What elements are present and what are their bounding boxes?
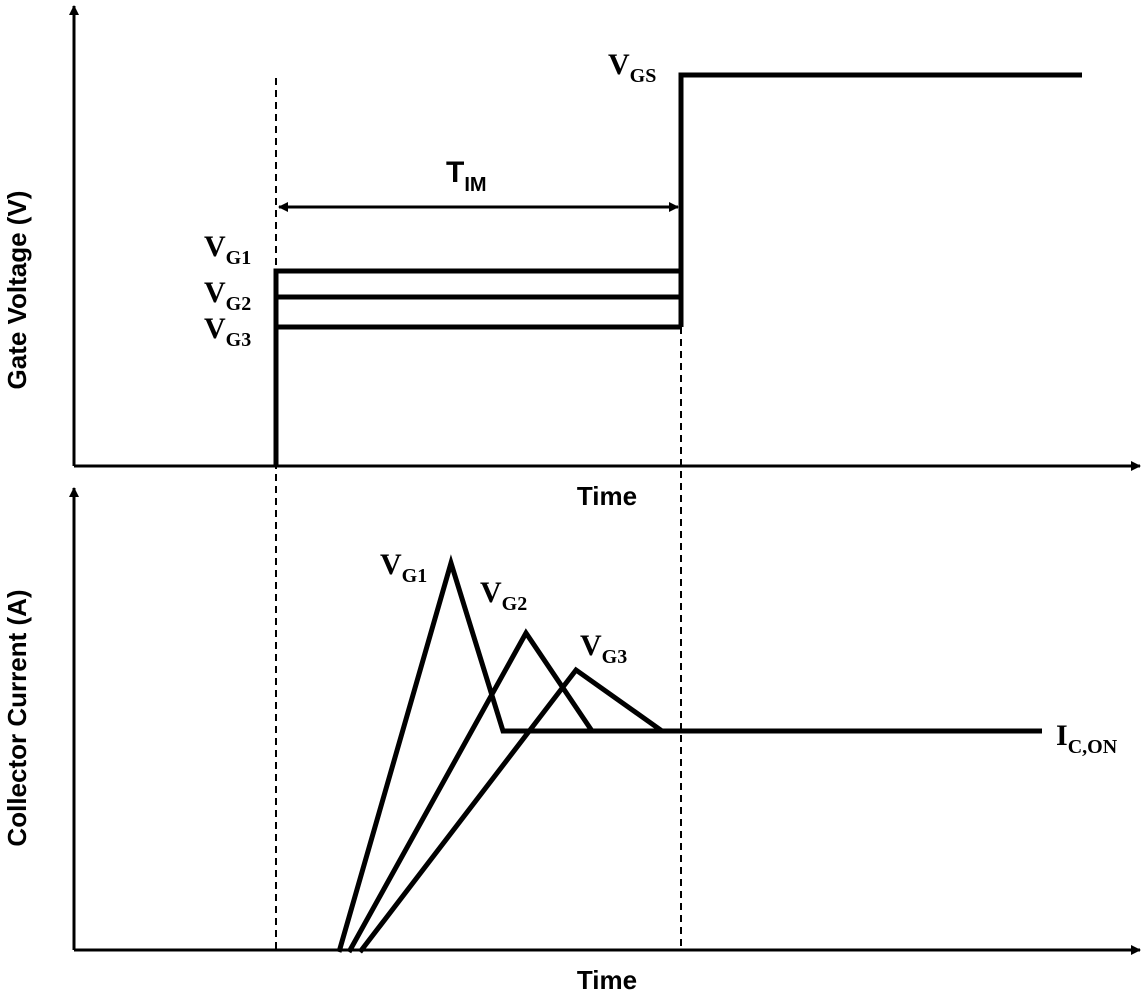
vg2-label-bottom: VG2 (480, 576, 527, 615)
vg1-current-waveform (336, 554, 1042, 953)
vg1-label-bottom: VG1 (380, 548, 427, 587)
interval-label: TIM (446, 156, 487, 196)
top-panel: Gate Voltage (V) Time TIM VG1 VG2 VG3 VG… (2, 5, 1141, 511)
vg3-label-bottom: VG3 (580, 629, 627, 668)
bottom-y-axis-label: Collector Current (A) (2, 589, 32, 846)
vg3-label-top: VG3 (204, 312, 251, 351)
vgs-label: VGS (608, 48, 656, 87)
vgs-gate-waveform (678, 72, 1082, 327)
vg2-label-top: VG2 (204, 276, 251, 315)
steady-current-label: IC,ON (1056, 719, 1118, 758)
vg1-gate-waveform (273, 268, 681, 466)
vg2-current-waveform (346, 628, 595, 954)
vg1-label-top: VG1 (204, 230, 251, 269)
top-x-axis-label: Time (577, 481, 637, 511)
top-y-axis-label: Gate Voltage (V) (2, 191, 32, 390)
vg3-current-waveform (358, 666, 664, 954)
bottom-x-axis-label: Time (577, 965, 637, 993)
bottom-panel: Collector Current (A) Time VG1 VG2 VG3 I… (2, 487, 1141, 993)
